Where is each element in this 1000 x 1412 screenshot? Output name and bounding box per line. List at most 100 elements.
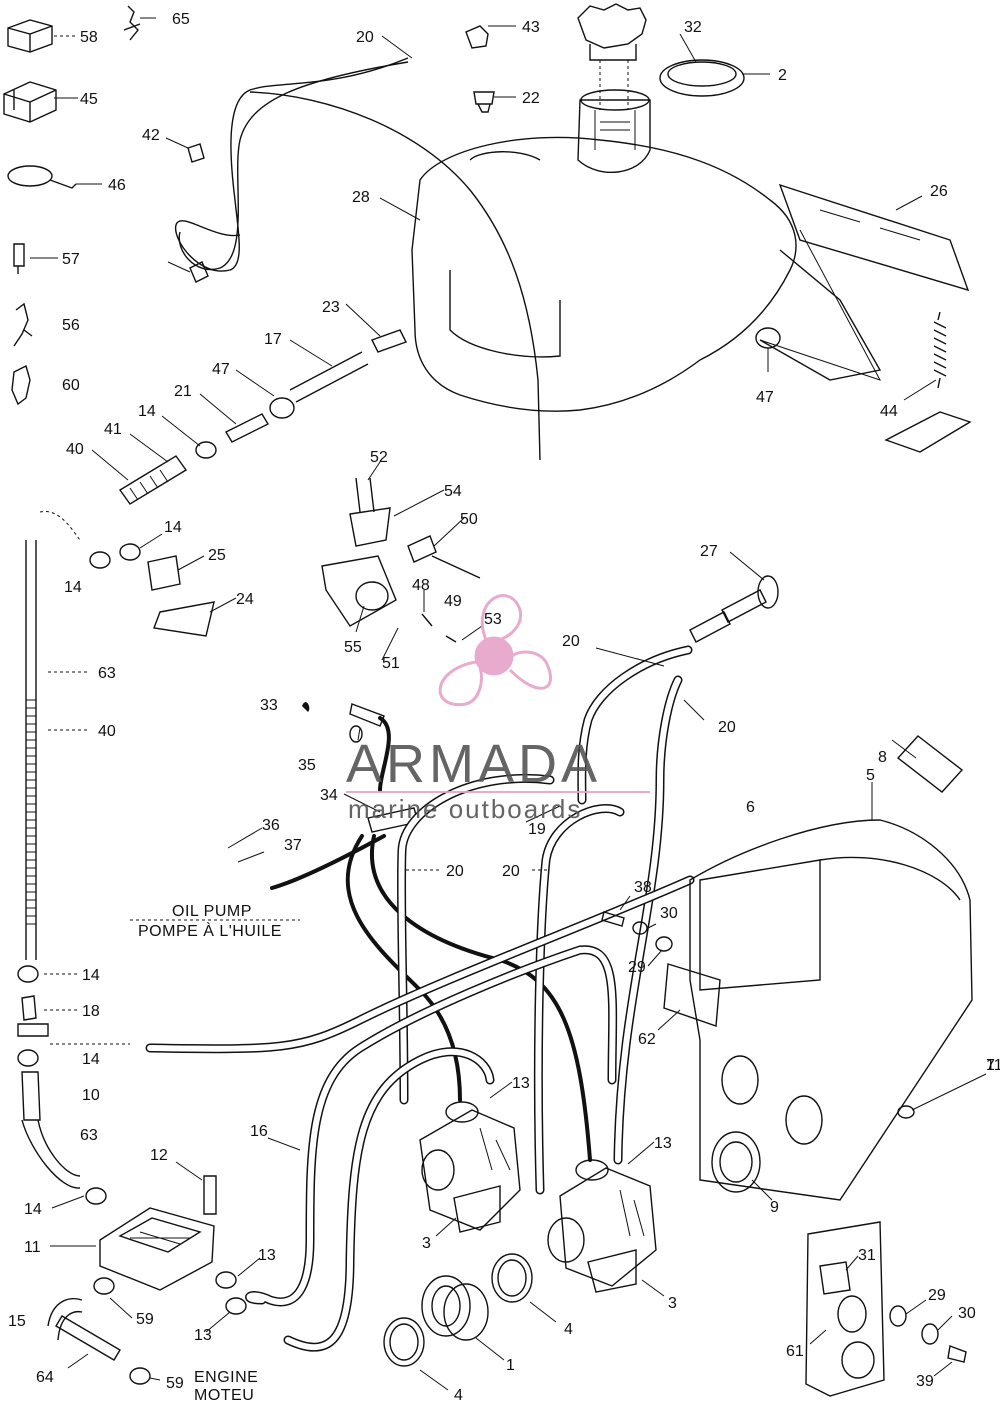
callout: 28 <box>352 189 370 206</box>
callout: 2 <box>778 67 787 84</box>
fuel-cap-icon <box>577 3 647 110</box>
callout: 22 <box>522 90 540 107</box>
callout: 63 <box>80 1127 98 1144</box>
callout: 13 <box>512 1075 530 1092</box>
callout: 43 <box>522 19 540 36</box>
bracket-61 <box>805 1221 967 1397</box>
callout: 49 <box>444 593 462 610</box>
callout: 4 <box>564 1321 573 1338</box>
oil-pump-label-fr: POMPE À L'HUILE <box>138 921 282 940</box>
spring-44-icon <box>884 311 972 453</box>
part-46-icon <box>7 165 77 189</box>
part-42-icon <box>187 143 209 283</box>
callout: 6 <box>746 799 755 816</box>
callout: 7 <box>986 1057 995 1074</box>
callout: 39 <box>916 1373 934 1390</box>
throttle-linkage <box>321 477 481 643</box>
callout: 65 <box>172 11 190 28</box>
callout: 29 <box>628 959 646 976</box>
callout: 33 <box>260 697 278 714</box>
callout: 42 <box>142 127 160 144</box>
callout: 58 <box>80 29 98 46</box>
callout: 47 <box>756 389 774 406</box>
callout: 45 <box>80 91 98 108</box>
callout: 5 <box>866 767 875 784</box>
watermark-brand: ARMADA <box>346 734 601 794</box>
callout: 24 <box>236 591 254 608</box>
callout: 21 <box>174 383 192 400</box>
part-60-icon <box>11 364 31 406</box>
callout: 40 <box>66 441 84 458</box>
callout: 27 <box>700 543 718 560</box>
engine-label-en: ENGINE <box>194 1369 258 1386</box>
leader-lines <box>30 17 987 1391</box>
engine-caption: ENGINE MOTEU <box>194 1369 258 1404</box>
watermark-tagline: marine outboards <box>348 794 582 824</box>
callout: 15 <box>8 1313 26 1330</box>
callout: 14 <box>82 1051 100 1068</box>
fuel-tank <box>411 89 797 412</box>
oil-pump-caption: OIL PUMP POMPE À L'HUILE <box>130 903 300 940</box>
callout: 51 <box>382 655 400 672</box>
callout: 14 <box>24 1201 42 1218</box>
filter-assembly <box>39 511 215 637</box>
part-65-icon <box>123 5 141 41</box>
callout: 20 <box>562 633 580 650</box>
callout: 60 <box>62 377 80 394</box>
part-56-icon <box>13 302 33 347</box>
callout: 50 <box>460 511 478 528</box>
callout: 3 <box>668 1295 677 1312</box>
propeller-icon <box>438 594 553 707</box>
callout: 11 <box>986 1057 1000 1074</box>
callout: 3 <box>422 1235 431 1252</box>
callout: 19 <box>528 821 546 838</box>
callout: 12 <box>150 1147 168 1164</box>
callout: 20 <box>502 863 520 880</box>
callout: 61 <box>786 1343 804 1360</box>
callout: 14 <box>138 403 156 420</box>
callout: 37 <box>284 837 302 854</box>
callout: 38 <box>634 879 652 896</box>
callout: 11 <box>24 1239 41 1256</box>
part-22-icon <box>473 91 495 113</box>
callout: 25 <box>208 547 226 564</box>
adaptor-1 <box>421 1275 489 1341</box>
callout: 31 <box>858 1247 876 1264</box>
callout: 55 <box>344 639 362 656</box>
callout: 14 <box>82 967 100 984</box>
callout-numbers: 58 65 45 46 57 56 60 20 43 22 32 2 42 28… <box>8 11 1000 1404</box>
callout: 18 <box>82 1003 100 1020</box>
callout: 32 <box>684 19 702 36</box>
callout: 10 <box>82 1087 100 1104</box>
fuel-pump <box>47 1175 247 1385</box>
carburetor-right <box>547 1159 657 1293</box>
clamp-4-lower <box>383 1317 425 1367</box>
callout: 23 <box>322 299 340 316</box>
oil-hose-vertical <box>17 540 81 1189</box>
hoses-middle <box>145 774 695 1195</box>
callout: 20 <box>446 863 464 880</box>
callout: 59 <box>166 1375 184 1392</box>
callout: 40 <box>98 723 116 740</box>
part-57-icon <box>13 243 25 274</box>
callout: 64 <box>36 1369 54 1386</box>
part-58-icon <box>7 19 53 53</box>
choke-cable <box>175 57 541 461</box>
callout: 35 <box>298 757 316 774</box>
callout: 57 <box>62 251 80 268</box>
callout: 13 <box>194 1327 212 1344</box>
callout: 47 <box>212 361 230 378</box>
part-45-icon <box>3 81 57 123</box>
callout: 52 <box>370 449 388 466</box>
engine-label-fr: MOTEU <box>194 1387 254 1404</box>
callout: 46 <box>108 177 126 194</box>
callout: 14 <box>64 579 82 596</box>
callout: 48 <box>412 577 430 594</box>
callout: 62 <box>638 1031 656 1048</box>
clamp-4-upper <box>491 1253 533 1303</box>
callout: 17 <box>264 331 282 348</box>
callout: 56 <box>62 317 80 334</box>
callout: 13 <box>258 1247 276 1264</box>
callout: 63 <box>98 665 116 682</box>
